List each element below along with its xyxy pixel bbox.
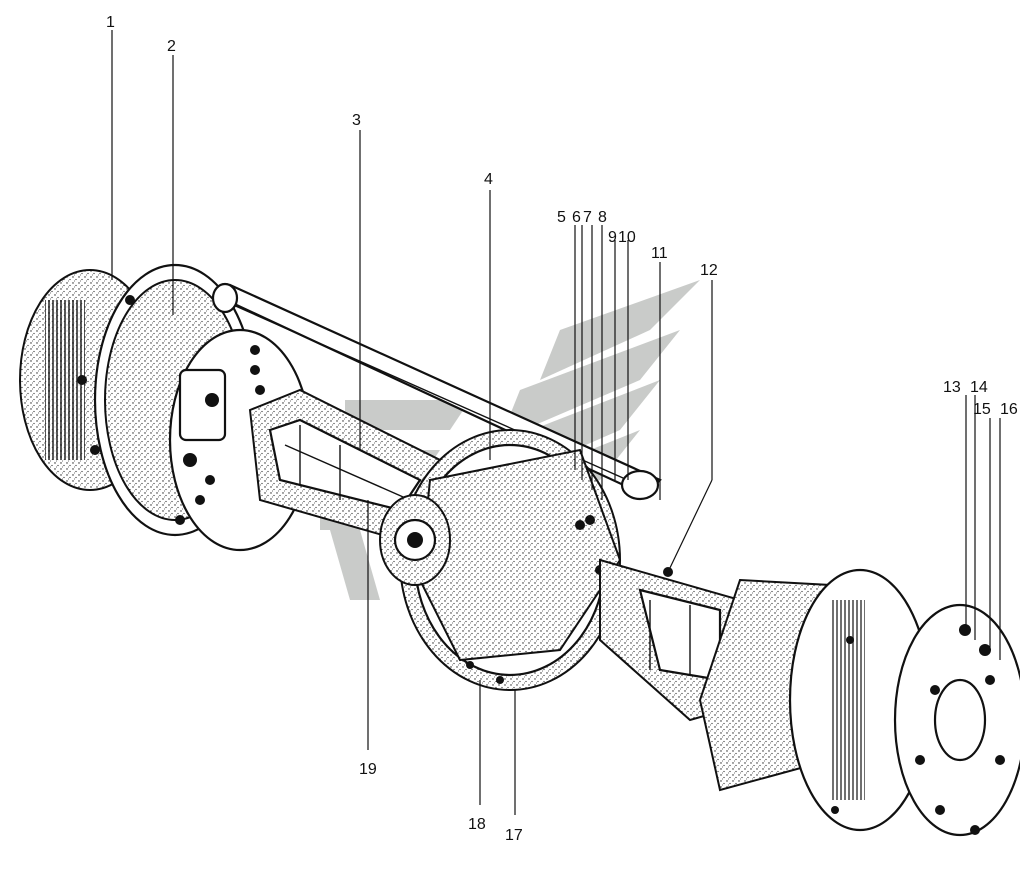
callout-15: 15: [973, 401, 991, 418]
left-wheel-hub: [19, 263, 312, 552]
callout-2: 2: [167, 38, 176, 55]
callout-12: 12: [700, 262, 718, 279]
callout-11: 11: [651, 245, 668, 262]
callout-labels: 1 2 3 4 5 6 7 8 9 10 11 12 13 14 15 16 1…: [106, 14, 1018, 844]
callout-4: 4: [484, 171, 493, 188]
callout-17: 17: [505, 827, 523, 844]
callout-1: 1: [106, 14, 115, 31]
callout-7: 7: [583, 209, 592, 226]
callout-3: 3: [352, 112, 361, 129]
callout-18: 18: [468, 816, 486, 833]
callout-14: 14: [970, 379, 988, 396]
callout-16: 16: [1000, 401, 1018, 418]
differential-housing: [379, 429, 622, 691]
callout-9: 9: [608, 229, 617, 246]
callout-8: 8: [598, 209, 607, 226]
callout-13: 13: [943, 379, 961, 396]
left-axle-tube: [248, 388, 442, 542]
callout-10: 10: [618, 229, 636, 246]
leader-lines: [111, 30, 1001, 815]
right-wheel-hub: [698, 568, 1020, 837]
callout-6: 6: [572, 209, 581, 226]
callout-5: 5: [557, 209, 566, 226]
callout-19: 19: [359, 761, 377, 778]
leader-12b: [667, 479, 713, 573]
